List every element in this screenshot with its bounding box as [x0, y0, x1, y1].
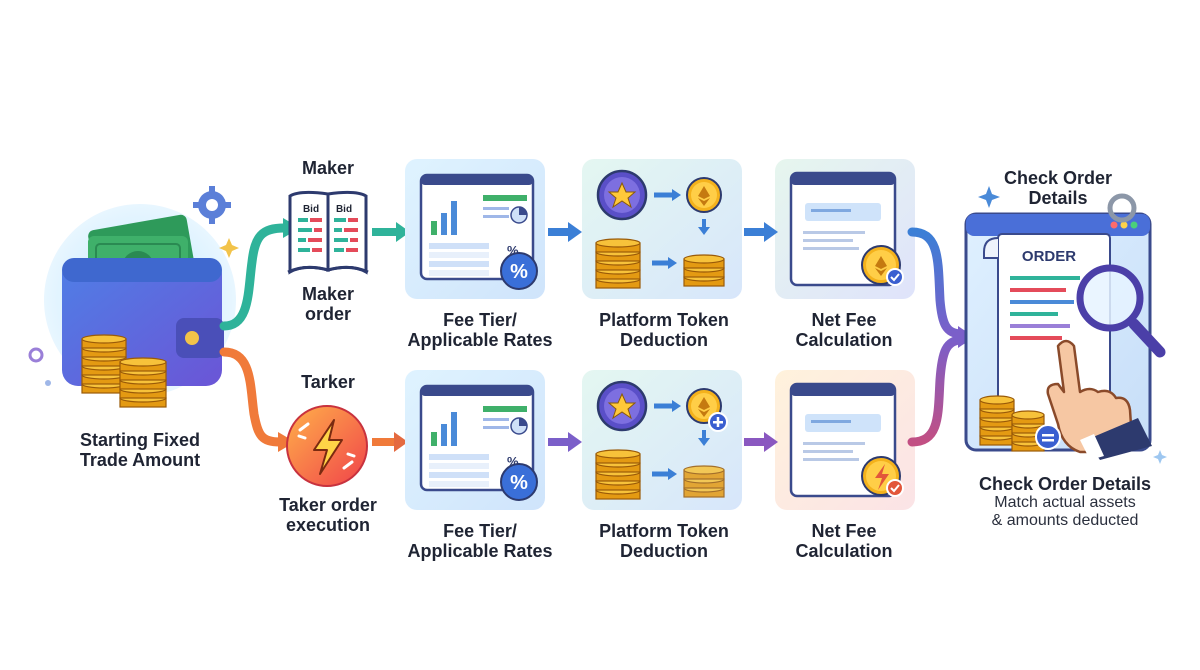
- book-bid-left: Bid: [303, 204, 319, 215]
- top-flow-arrows: [548, 222, 778, 242]
- order-book-icon: [287, 190, 369, 275]
- coin-stack-small-icon: [683, 254, 725, 287]
- taker-title: Tarker: [301, 372, 355, 392]
- top-stage-2-line1: Platform Token: [599, 310, 729, 330]
- check-coin-stack-left: [979, 395, 1015, 446]
- order-doc-label: ORDER: [1022, 248, 1076, 265]
- bottom-stage-2-line1: Platform Token: [599, 521, 729, 541]
- bottom-stage-3-card: [775, 370, 915, 510]
- taker-order-line2: execution: [285, 515, 371, 535]
- coin-stack-icon: [595, 449, 641, 500]
- star-token-icon: [596, 380, 648, 432]
- svg-text:%: %: [510, 261, 528, 283]
- wallet-coin-stack-right: [119, 357, 167, 408]
- start-label-line2: Trade Amount: [79, 450, 201, 470]
- bottom-stage-1-line2: Applicable Rates: [407, 541, 553, 561]
- bottom-stage-3-line2: Calculation: [795, 541, 893, 561]
- coin-stack-small-icon: [683, 465, 725, 498]
- check-badge-icon: [886, 268, 904, 286]
- check-title: Check Order Details: [988, 168, 1128, 208]
- maker-order-line2: order: [304, 304, 351, 324]
- top-stage-3-line2: Calculation: [795, 330, 893, 350]
- top-stage-1-line1: Fee Tier/: [443, 310, 517, 330]
- bottom-stage-1-label: Fee Tier/ Applicable Rates: [400, 521, 560, 561]
- check-caption-line2: & amounts deducted: [991, 512, 1139, 529]
- book-bid-right: Bid: [336, 204, 352, 215]
- dashboard-icon: %: [419, 173, 535, 281]
- plus-badge-icon: [708, 412, 728, 432]
- bottom-stage-3-label: Net Fee Calculation: [764, 521, 924, 561]
- check-caption-line1: Match actual assets: [994, 494, 1136, 511]
- top-stage-2-card: [582, 159, 742, 299]
- check-caption-title: Check Order Details: [978, 474, 1152, 494]
- svg-text:%: %: [510, 472, 528, 494]
- maker-title: Maker: [301, 158, 355, 178]
- taker-order-line1: Taker order: [279, 495, 377, 515]
- check-caption-body: Match actual assets & amounts deducted: [960, 494, 1170, 530]
- magnifier-icon: [1076, 264, 1166, 358]
- coin-stack-icon: [81, 334, 167, 408]
- top-stage-1-card: %%: [405, 159, 545, 299]
- check-title-line1: Check Order: [1003, 168, 1113, 188]
- check-title-line2: Details: [1028, 188, 1088, 208]
- taker-order-label: Taker order execution: [263, 495, 393, 535]
- bottom-stage-3-line1: Net Fee: [811, 521, 877, 541]
- check-badge-icon: [1035, 424, 1061, 450]
- bottom-stage-1-line1: Fee Tier/: [443, 521, 517, 541]
- percent-badge-icon: %: [500, 252, 538, 290]
- top-stage-3-line1: Net Fee: [811, 310, 877, 330]
- ethereum-coin-icon: [686, 177, 722, 213]
- bottom-stage-1-card: %%: [405, 370, 545, 510]
- top-stage-2-line2: Deduction: [620, 330, 708, 350]
- start-label-line1: Starting Fixed: [79, 430, 200, 450]
- bottom-stage-2-line2: Deduction: [620, 541, 708, 561]
- coin-stack-icon: [979, 395, 1061, 452]
- start-label: Starting Fixed Trade Amount: [60, 430, 220, 470]
- coin-stack-icon: [595, 238, 641, 289]
- gear-icon: [193, 186, 231, 224]
- pointing-hand-icon: [1046, 339, 1152, 460]
- top-stage-3-card: [775, 159, 915, 299]
- bottom-flow-arrows: [548, 432, 778, 452]
- top-stage-3-label: Net Fee Calculation: [764, 310, 924, 350]
- top-stage-2-label: Platform Token Deduction: [584, 310, 744, 350]
- bottom-stage-2-label: Platform Token Deduction: [584, 521, 744, 561]
- check-badge-icon: [886, 479, 904, 497]
- wallet-icon: $: [28, 186, 239, 408]
- star-token-icon: [596, 169, 648, 221]
- top-stage-1-line2: Applicable Rates: [407, 330, 553, 350]
- dashboard-icon: %: [419, 384, 535, 492]
- lightning-icon: [286, 405, 368, 487]
- percent-badge-icon: %: [500, 463, 538, 501]
- maker-order-label: Maker order: [278, 284, 378, 324]
- maker-order-line1: Maker: [301, 284, 355, 304]
- top-stage-1-label: Fee Tier/ Applicable Rates: [400, 310, 560, 350]
- bottom-stage-2-card: [582, 370, 742, 510]
